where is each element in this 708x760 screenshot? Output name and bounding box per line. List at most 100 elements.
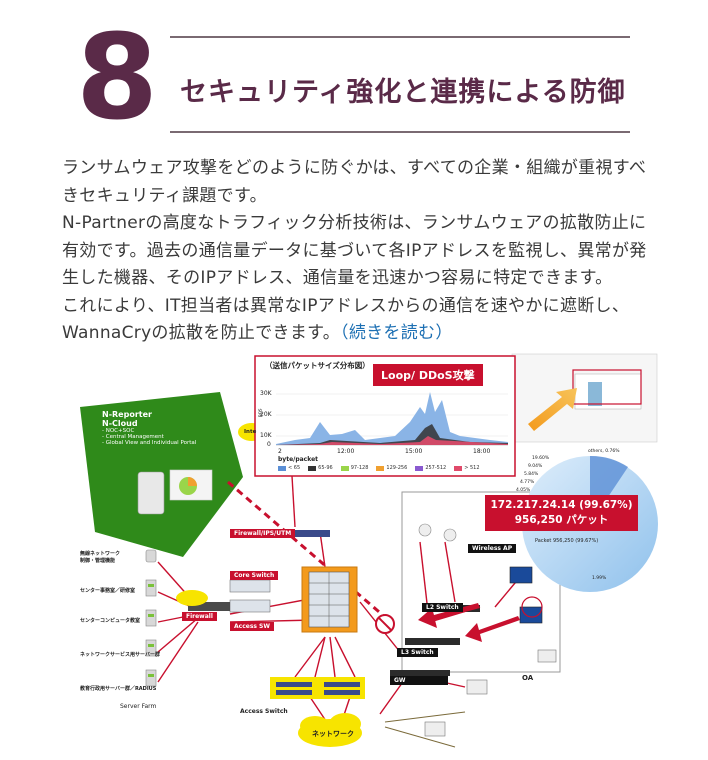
attack-arrow-2: [418, 603, 480, 628]
report-thumb-highlight: [572, 369, 642, 405]
legend-label: 65-96: [318, 465, 333, 471]
legend-item: 129-256: [376, 465, 407, 471]
infection-alert-ring: [521, 596, 543, 618]
section-title: セキュリティ強化と連携による防御: [180, 77, 626, 108]
l3-switch-device: [405, 638, 460, 645]
legend-swatch: [454, 465, 463, 471]
oa-label: OA: [522, 674, 534, 682]
network-label: ネットワーク: [312, 730, 354, 738]
legend-item: > 512: [454, 465, 480, 471]
infected-pc-icon: [519, 606, 543, 624]
chassis-slots: [309, 572, 349, 627]
legend-item: 257-512: [415, 465, 446, 471]
appliance-icon: [137, 471, 165, 515]
header-top-rule: [170, 36, 630, 38]
gw-label: GW: [390, 676, 448, 685]
pie-pct-low: 1.99%: [592, 576, 607, 581]
legend-swatch: [415, 465, 424, 471]
legend-label: < 65: [288, 465, 301, 471]
server-label-0: 無線ネットワーク 制御・管理機能: [80, 551, 121, 564]
paragraph-2: N-Partnerの高度なトラフィック分析技術は、ランサムウェアの拡散防止に有効…: [62, 213, 647, 288]
building-icon: [537, 649, 557, 663]
n-reporter-item: - NOC+SOC: [102, 428, 135, 434]
wireless-ap-label: Wireless AP: [468, 544, 517, 553]
legend-item: 65-96: [308, 465, 333, 471]
loop-ddos-label: Loop/ DDoS攻撃: [373, 364, 483, 386]
core-switch-label: Core Switch: [230, 571, 279, 580]
pie-pct-2: 5.84%: [524, 472, 539, 477]
internet-label: Inte: [244, 429, 257, 435]
others-pct: others, 0.76%: [588, 449, 620, 454]
pie-pct-0: 19.60%: [532, 456, 550, 461]
chart-xtick-0: 2: [278, 448, 282, 455]
n-reporter-item: - Central Management: [102, 434, 164, 440]
access-switch-device-3: [276, 690, 312, 695]
access-sw-label: Access SW: [230, 622, 274, 631]
firewall-label: Firewall: [182, 612, 217, 621]
n-reporter-item: - Global View and Individual Portal: [102, 440, 197, 446]
access-sw-device: [229, 599, 271, 613]
attack-path-arrow: [227, 480, 386, 619]
neutral-links: [384, 681, 481, 748]
building-icon-2: [466, 679, 488, 695]
pie-pct-1: 9.04%: [528, 464, 543, 469]
legend-label: 257-512: [425, 465, 447, 471]
orange-arrow: [528, 388, 577, 431]
paragraph-3: これにより、IT担当者は異常なIPアドレスからの通信を速やかに遮断し、Wanna…: [62, 293, 652, 348]
server-farm-label: Server Farm: [120, 703, 157, 710]
chart-ytick-2: 10K: [260, 432, 272, 439]
pc-icon: [509, 566, 533, 584]
callout-packets: 956,250 パケット: [514, 514, 609, 526]
server-label-2: センターコンピュータ教室: [80, 618, 141, 624]
pie-thumb-slice: [188, 477, 197, 486]
report-thumb-bar: [588, 382, 602, 406]
legend-swatch: [278, 465, 286, 471]
firewall-device: [188, 602, 230, 611]
server-label-3: ネットワークサービス用サーバー群: [80, 652, 160, 658]
series-lt65-area: [276, 392, 508, 445]
wireless-ap-icon: [418, 523, 432, 537]
server-label-4: 教育行政用サーバー群／RADIUS: [80, 686, 157, 692]
chart-xtick-2: 15:00: [405, 448, 423, 455]
wireless-ap-icon-2: [443, 528, 457, 542]
access-switch-highlight: [270, 677, 365, 699]
server-indicators: [148, 584, 154, 677]
legend-item: 97-128: [340, 465, 368, 471]
l3-switch-label: L3 Switch: [397, 648, 438, 657]
l2-switch-label: L2 Switch: [422, 603, 463, 612]
network-diagram: （送信パケットサイズ分布図） pps 30K 20K 10K 0 2 12:00…: [80, 352, 660, 760]
chart-title: （送信パケットサイズ分布図）: [265, 361, 370, 370]
report-thumb-chart: [574, 373, 642, 410]
firewall-cloud-icon: [176, 590, 208, 606]
pie-pct-3: 4.77%: [520, 480, 535, 485]
core-switch-device: [229, 579, 271, 593]
attack-arrow-1: [465, 616, 520, 642]
body-text: ランサムウェア攻撃をどのように防ぐかは、すべての企業・組織が重視すべきセキュリテ…: [62, 155, 652, 348]
series-gt512-area: [276, 436, 508, 445]
legend-label: > 512: [464, 465, 480, 471]
paragraph-1: ランサムウェア攻撃をどのように防ぐかは、すべての企業・組織が重視すべきセキュリテ…: [62, 158, 647, 206]
access-switch-label: Access Switch: [240, 708, 288, 715]
chart-legend-title: byte/packet: [278, 456, 319, 463]
n-cloud-title: N-Cloud: [102, 419, 138, 428]
ip-callout: 172.217.24.14 (99.67%) 956,250 パケット: [485, 495, 638, 531]
packet-note: Packet 956,250 (99.67%): [535, 538, 599, 544]
building-icon-3: [424, 721, 446, 737]
chart-legend: < 65 65-96 97-128 129-256 257-512 > 512: [278, 465, 480, 471]
server-label-1: センター事務室／研修室: [80, 588, 136, 594]
header-bottom-rule: [170, 131, 630, 133]
block-icon-slash: [378, 617, 392, 631]
legend-label: 129-256: [386, 465, 408, 471]
n-reporter-text: N-Reporter N-Cloud - NOC+SOC - Central M…: [102, 410, 196, 446]
legend-swatch: [308, 465, 317, 471]
access-switch-device-2: [324, 682, 360, 687]
series-65-96-area: [276, 424, 508, 445]
legend-swatch: [340, 465, 349, 471]
server-icons: [145, 549, 157, 687]
chart-ytick-3: 0: [267, 441, 271, 448]
chart-ytick-0: 30K: [260, 390, 272, 397]
firewall-ips-device: [285, 530, 330, 537]
callout-ip: 172.217.24.14 (99.67%): [490, 499, 633, 511]
section-number: 8: [76, 8, 158, 146]
read-more-link[interactable]: （続きを読む）: [340, 323, 453, 343]
